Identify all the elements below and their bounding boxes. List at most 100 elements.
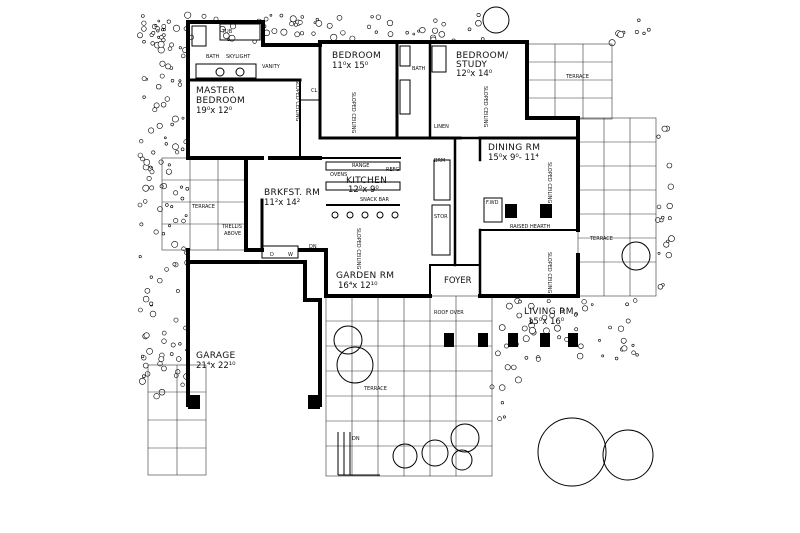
hedge-mark [663, 241, 670, 248]
hedge-mark [475, 20, 482, 27]
hedge-mark [142, 374, 146, 379]
sloped-ceiling-note-3: SLOPED CEILING [482, 86, 488, 127]
hedge-mark [138, 307, 143, 313]
firewood-label: F.WD [486, 200, 499, 206]
fixtures [188, 23, 578, 476]
hedge-mark [201, 13, 207, 19]
hedge-mark [495, 350, 501, 357]
down-stair-1: DN [309, 244, 317, 250]
hedge-mark [172, 262, 177, 267]
hedge-mark [171, 240, 179, 248]
kitchen-dimensions: 12⁰x 9⁰ [348, 185, 379, 195]
hedge-mark [546, 299, 551, 304]
hedge-mark [578, 343, 584, 349]
hedge-mark [168, 224, 171, 228]
hedge-mark [156, 122, 163, 129]
landscape-trees [333, 6, 654, 487]
hedge-mark [476, 13, 481, 18]
study-label: BEDROOM/ [456, 51, 509, 61]
hedge-mark [185, 187, 190, 191]
hedge-mark [142, 95, 146, 99]
terrace-w-label: TERRACE [191, 204, 215, 210]
hedge-mark [511, 364, 517, 371]
hedge-mark [405, 31, 409, 35]
hedge-mark [574, 327, 579, 332]
hedge-mark [173, 373, 179, 378]
hedge-mark [149, 165, 153, 169]
hedge-mark [666, 162, 673, 169]
hedge-mark [149, 275, 153, 279]
living-room-dimensions: 15⁰x 16⁰ [528, 317, 565, 327]
hedge-mark [141, 76, 147, 81]
hedge-mark [141, 14, 145, 18]
hedge-mark [156, 83, 162, 90]
hedge-mark [146, 347, 153, 355]
hedge-mark [524, 355, 529, 360]
hedge-mark [498, 324, 506, 331]
ovens-label: OVENS [330, 172, 347, 178]
hedge-mark [177, 82, 182, 87]
hedge-mark [549, 312, 555, 319]
hedge-mark [642, 31, 646, 36]
master-bedroom-label-2: BEDROOM [196, 96, 245, 106]
bedroom-label: BEDROOM [332, 51, 381, 61]
hedge-mark [153, 393, 160, 400]
hedge-mark [158, 159, 164, 165]
hedge-mark [574, 313, 578, 317]
bedroom-dimensions: 11⁰x 15⁰ [332, 61, 369, 71]
hedge-mark [620, 337, 627, 344]
hedge-mark [181, 116, 185, 120]
skylight-label: SKYLIGHT [226, 54, 251, 60]
hedge-mark [167, 163, 171, 167]
hedge-mark [159, 73, 165, 79]
hedge-mark [500, 401, 505, 405]
vanity-label: VANITY [262, 64, 281, 70]
hedge-mark [656, 134, 661, 139]
hedge-mark [154, 24, 158, 28]
sloped-ceiling-note-4: SLOPED CEILING [546, 162, 552, 203]
hedge-mark [178, 342, 182, 346]
hedge-mark [289, 21, 294, 27]
range-label: RANGE [352, 163, 369, 169]
hedge-mark [149, 310, 157, 318]
hedge-mark [631, 343, 635, 347]
hedge-mark [657, 251, 661, 255]
hedge-mark [614, 356, 619, 361]
refrigerator-label: REFG [386, 167, 400, 173]
hedge-mark [173, 24, 181, 32]
hedge-mark [336, 14, 343, 21]
above-label: ABOVE [224, 231, 241, 237]
hedge-mark [581, 299, 587, 305]
hedge-mark [181, 218, 186, 224]
hedge-mark [656, 204, 662, 210]
hedge-mark [502, 415, 506, 419]
roof-over-label: ROOF OVER [434, 310, 464, 316]
hedge-mark [497, 416, 502, 422]
hedge-mark [657, 284, 664, 290]
hedge-mark [499, 384, 506, 391]
hedge-mark [528, 302, 535, 310]
master-bedroom-label: MASTER [196, 86, 235, 96]
hedge-mark [153, 229, 159, 235]
hedge-mark [431, 27, 438, 34]
hedge-mark [621, 345, 628, 352]
hedge-mark [170, 122, 174, 127]
hedge-mark [139, 139, 144, 144]
hedge-mark [158, 356, 165, 362]
hedge-mark [279, 13, 284, 18]
hedge-mark [178, 79, 182, 83]
hedge-mark [181, 246, 186, 251]
hedge-mark [386, 19, 394, 27]
hedge-mark [300, 15, 304, 19]
hedge-mark [666, 239, 670, 243]
hedge-mark [559, 307, 565, 313]
hedge-mark [375, 14, 382, 20]
hedge-mark [164, 267, 169, 272]
hedge-mark [667, 216, 672, 221]
hedge-mark [557, 335, 562, 340]
hedge-mark [157, 206, 163, 212]
hedge-mark [632, 298, 638, 303]
hedge-mark [156, 29, 160, 33]
breakfast-room-label: BRKFST. RM [264, 188, 320, 198]
